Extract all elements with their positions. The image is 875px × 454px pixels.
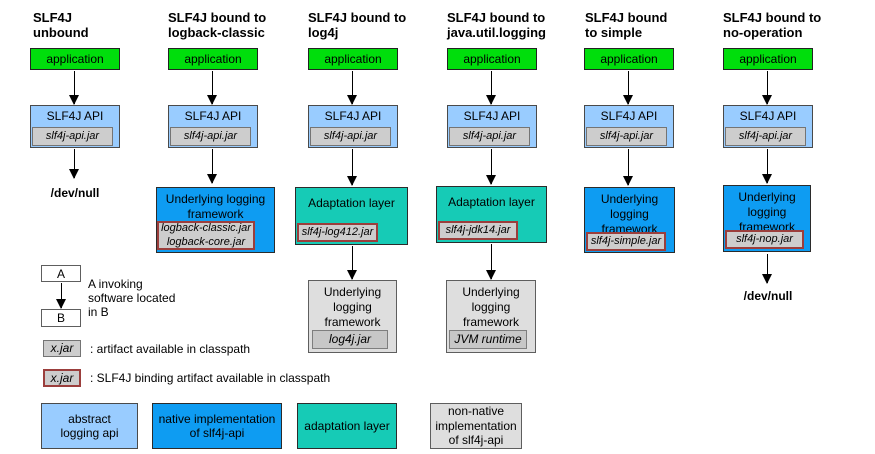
arrow-api-to-framework: [207, 149, 217, 184]
legend-node-b: B: [41, 309, 81, 327]
key-adaptation-layer: adaptation layer: [297, 403, 397, 449]
application-box: application: [584, 48, 674, 70]
arrow-app-to-api: [207, 71, 217, 105]
framework-label: Underlying logging framework: [738, 190, 796, 234]
arrow-api-to-adaptation: [486, 149, 496, 185]
framework-jar-chip: log4j.jar: [312, 330, 388, 349]
column-title-log4j: SLF4J bound to log4j: [308, 10, 407, 41]
application-box: application: [308, 48, 398, 70]
application-box: application: [30, 48, 120, 70]
devnull-label: /dev/null: [743, 289, 793, 303]
column-title-logback: SLF4J bound to logback-classic: [168, 10, 267, 41]
column-title-simple: SLF4J bound to simple: [585, 10, 668, 41]
adaptation-layer-box-log4j: Adaptation layer slf4j-log412.jar: [295, 187, 408, 245]
underlying-framework-box-nop: Underlying logging framework slf4j-nop.j…: [723, 185, 811, 252]
binding-jar-chip: slf4j-log412.jar: [297, 223, 378, 242]
arrow-adaptation-to-underlying: [347, 246, 357, 280]
adaptation-layer-box-jul: Adaptation layer slf4j-jdk14.jar: [436, 186, 547, 243]
adaptation-label: Adaptation layer: [308, 196, 395, 210]
arrow-app-to-api: [69, 71, 79, 105]
slf4j-api-jar-chip: slf4j-api.jar: [725, 127, 806, 146]
framework-label: Underlying logging framework: [323, 285, 382, 329]
slf4j-api-label: SLF4J API: [46, 109, 104, 124]
underlying-framework-box-logback: Underlying logging framework logback-cla…: [156, 187, 275, 253]
binding-jar-chip: logback-classic.jar logback-core.jar: [157, 221, 255, 250]
adaptation-label: Adaptation layer: [448, 195, 535, 209]
binding-jar-chip: slf4j-nop.jar: [725, 230, 804, 249]
slf4j-api-box: SLF4J API slf4j-api.jar: [584, 105, 674, 148]
arrow-api-to-devnull: [69, 149, 79, 179]
slf4j-api-jar-chip: slf4j-api.jar: [586, 127, 667, 146]
legend-artifact-desc: : artifact available in classpath: [90, 342, 251, 356]
slf4j-api-box: SLF4J API slf4j-api.jar: [447, 105, 537, 148]
column-title-jul: SLF4J bound to java.util.logging: [447, 10, 546, 41]
slf4j-api-label: SLF4J API: [324, 109, 382, 124]
application-label: application: [184, 51, 242, 66]
arrow-app-to-api: [486, 71, 496, 105]
legend-node-a: A: [41, 265, 81, 282]
slf4j-api-label: SLF4J API: [184, 109, 242, 124]
slf4j-api-box: SLF4J API slf4j-api.jar: [168, 105, 258, 148]
arrow-adaptation-to-underlying: [486, 244, 496, 280]
slf4j-api-jar-chip: slf4j-api.jar: [170, 127, 251, 146]
arrow-app-to-api: [623, 71, 633, 105]
underlying-framework-box-simple: Underlying logging framework slf4j-simpl…: [584, 187, 675, 253]
legend-binding-desc: : SLF4J binding artifact available in cl…: [90, 371, 331, 385]
binding-jar-chip: slf4j-jdk14.jar: [438, 221, 518, 240]
legend-binding-chip: x.jar: [43, 369, 81, 387]
application-label: application: [46, 51, 104, 66]
underlying-framework-box-log4j: Underlying logging framework log4j.jar: [308, 280, 397, 353]
slf4j-api-box: SLF4J API slf4j-api.jar: [30, 105, 120, 148]
key-abstract-logging-api: abstract logging api: [41, 403, 138, 449]
devnull-label: /dev/null: [50, 186, 100, 200]
arrow-api-to-framework: [762, 149, 772, 184]
framework-label: Underlying logging framework: [600, 192, 659, 236]
legend-artifact-chip: x.jar: [43, 340, 81, 357]
slf4j-api-box: SLF4J API slf4j-api.jar: [723, 105, 813, 148]
framework-label: Underlying logging framework: [462, 285, 520, 329]
slf4j-api-jar-chip: slf4j-api.jar: [449, 127, 530, 146]
legend-invoke-text: A invoking software located in B: [88, 277, 176, 320]
slf4j-api-box: SLF4J API slf4j-api.jar: [308, 105, 398, 148]
underlying-framework-box-jul: Underlying logging framework JVM runtime: [446, 280, 536, 353]
application-label: application: [739, 51, 797, 66]
slf4j-api-jar-chip: slf4j-api.jar: [32, 127, 113, 146]
slf4j-api-label: SLF4J API: [463, 109, 521, 124]
application-label: application: [463, 51, 521, 66]
slf4j-api-label: SLF4J API: [600, 109, 658, 124]
arrow-app-to-api: [347, 71, 357, 105]
slf4j-api-jar-chip: slf4j-api.jar: [310, 127, 391, 146]
application-box: application: [723, 48, 813, 70]
legend-arrow-a-to-b: [56, 283, 66, 309]
application-label: application: [600, 51, 658, 66]
application-box: application: [168, 48, 258, 70]
binding-jar-chip: slf4j-simple.jar: [586, 232, 666, 251]
arrow-app-to-api: [762, 71, 772, 105]
column-title-nop: SLF4J bound to no-operation: [723, 10, 822, 41]
key-native-implementation: native implementation of slf4j-api: [152, 403, 282, 449]
application-label: application: [324, 51, 382, 66]
arrow-api-to-framework: [623, 149, 633, 186]
application-box: application: [447, 48, 537, 70]
framework-jar-chip: JVM runtime: [449, 330, 527, 349]
slf4j-api-label: SLF4J API: [739, 109, 797, 124]
column-title-unbound: SLF4J unbound: [33, 10, 89, 41]
arrow-api-to-adaptation: [347, 149, 357, 186]
arrow-framework-to-devnull: [762, 254, 772, 284]
framework-label: Underlying logging framework: [165, 192, 266, 221]
key-non-native-implementation: non-native implementation of slf4j-api: [430, 403, 522, 449]
